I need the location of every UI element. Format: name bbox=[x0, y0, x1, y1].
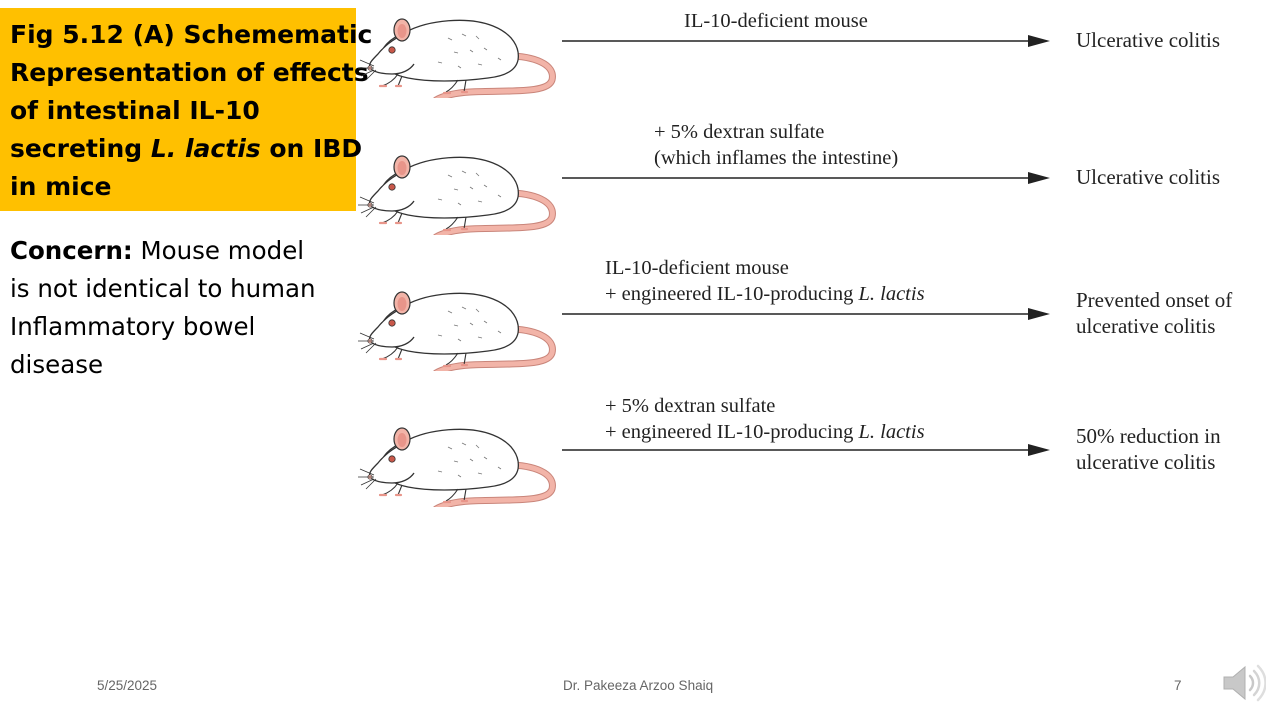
title-line: Fig 5.12 (A) Schemematic bbox=[10, 20, 373, 49]
outcome-line: ulcerative colitis bbox=[1076, 450, 1216, 474]
title-italic-text: L. lactis bbox=[150, 134, 261, 163]
arrow-icon bbox=[562, 34, 1050, 48]
condition-line: (which inflames the intestine) bbox=[654, 147, 899, 169]
title-line: in mice bbox=[10, 172, 112, 201]
mouse-illustration bbox=[358, 417, 558, 507]
outcome-label: Prevented onset of ulcerative colitis bbox=[1076, 287, 1232, 339]
condition-line: + 5% dextran sulfate bbox=[654, 121, 825, 143]
condition-line: + engineered IL-10-producing L. lactis bbox=[605, 281, 1280, 307]
diagram-row: IL-10-deficient mouse Ulcerative colitis bbox=[358, 8, 1280, 128]
outcome-label: 50% reduction in ulcerative colitis bbox=[1076, 423, 1221, 475]
condition-label: IL-10-deficient mouse + engineered IL-10… bbox=[605, 255, 1280, 307]
concern-text: Mouse model bbox=[132, 236, 305, 265]
outcome-line: ulcerative colitis bbox=[1076, 314, 1216, 338]
concern-note: Concern: Mouse model is not identical to… bbox=[10, 232, 350, 384]
outcome-line: Prevented onset of bbox=[1076, 288, 1233, 312]
outcome-line: Ulcerative colitis bbox=[1076, 165, 1221, 189]
title-text: secreting bbox=[10, 134, 151, 163]
title-line: of intestinal IL-10 bbox=[10, 96, 260, 125]
arrow-icon bbox=[562, 171, 1050, 185]
condition-label: IL-10-deficient mouse bbox=[684, 8, 1280, 34]
condition-italic-text: L. lactis bbox=[858, 283, 925, 305]
condition-line: + 5% dextran sulfate bbox=[605, 395, 776, 417]
title-line: Representation of effects bbox=[10, 58, 369, 87]
page-number: 7 bbox=[1174, 678, 1182, 693]
mouse-illustration bbox=[358, 145, 558, 235]
condition-text: + engineered IL-10-producing bbox=[605, 421, 859, 443]
arrow-icon bbox=[562, 307, 1050, 321]
mouse-illustration bbox=[358, 281, 558, 371]
outcome-line: Ulcerative colitis bbox=[1076, 28, 1221, 52]
concern-line: is not identical to human bbox=[10, 274, 316, 303]
condition-label: + 5% dextran sulfate + engineered IL-10-… bbox=[605, 393, 1280, 445]
concern-line: Inflammatory bowel bbox=[10, 312, 256, 341]
concern-line: Concern: Mouse model bbox=[10, 232, 350, 270]
outcome-label: Ulcerative colitis bbox=[1076, 27, 1220, 53]
concern-line: disease bbox=[10, 350, 104, 379]
condition-italic-text: L. lactis bbox=[858, 421, 925, 443]
mouse-illustration bbox=[358, 8, 558, 98]
diagram-row: + 5% dextran sulfate (which inflames the… bbox=[358, 121, 1280, 265]
experiment-diagram: IL-10-deficient mouse Ulcerative colitis… bbox=[358, 0, 1280, 512]
title-line: secreting L. lactis on IBD bbox=[10, 130, 362, 168]
condition-line: IL-10-deficient mouse bbox=[605, 257, 789, 279]
condition-line: IL-10-deficient mouse bbox=[684, 10, 868, 32]
title-box: Fig 5.12 (A) Schemematic Representation … bbox=[0, 8, 373, 211]
outcome-label: Ulcerative colitis bbox=[1076, 164, 1220, 190]
concern-label: Concern: bbox=[10, 236, 133, 265]
arrow-icon bbox=[562, 443, 1050, 457]
condition-line: + engineered IL-10-producing L. lactis bbox=[605, 419, 1280, 445]
diagram-row: + 5% dextran sulfate + engineered IL-10-… bbox=[358, 395, 1280, 537]
footer-author: Dr. Pakeeza Arzoo Shaiq bbox=[563, 678, 714, 693]
diagram-row: IL-10-deficient mouse + engineered IL-10… bbox=[358, 257, 1280, 401]
title-text: on IBD bbox=[260, 134, 363, 163]
outcome-line: 50% reduction in bbox=[1076, 424, 1221, 448]
speaker-icon[interactable] bbox=[1220, 660, 1266, 706]
condition-text: + engineered IL-10-producing bbox=[605, 283, 859, 305]
condition-label: + 5% dextran sulfate (which inflames the… bbox=[654, 119, 1280, 171]
footer-date: 5/25/2025 bbox=[97, 678, 158, 693]
